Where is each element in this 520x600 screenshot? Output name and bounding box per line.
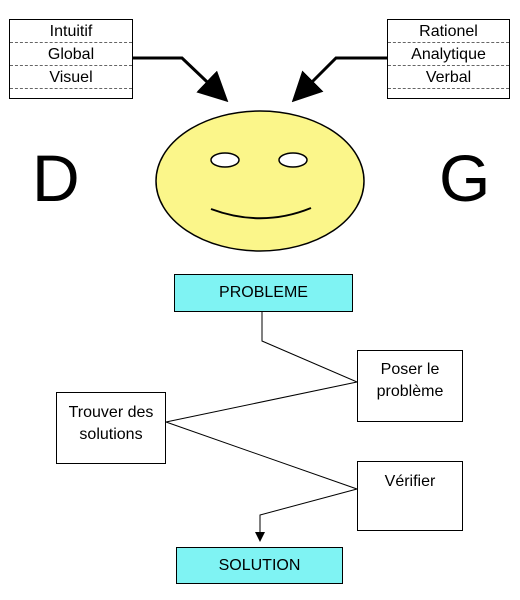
smile	[210, 207, 312, 220]
right-traits-arrow	[291, 56, 387, 103]
right-trait-item: Verbal	[388, 66, 509, 89]
left-trait-item: Intuitif	[10, 20, 132, 43]
left-eye	[210, 152, 240, 168]
hemisphere-right-label: G	[439, 141, 491, 215]
flow-line-probleme-to-poser	[261, 312, 358, 383]
right-eye	[278, 152, 308, 168]
left-traits-box: Intuitif Global Visuel	[9, 19, 133, 99]
poser-probleme-box: Poser le problème	[357, 350, 463, 422]
right-trait-item: Analytique	[388, 43, 509, 66]
flow-line-trouver-to-verifier	[165, 421, 358, 490]
left-trait-item: Global	[10, 43, 132, 66]
smiley-face	[155, 110, 365, 252]
right-traits-box: Rationel Analytique Verbal	[387, 19, 510, 99]
right-trait-item: Rationel	[388, 20, 509, 43]
verifier-box: Vérifier	[357, 461, 463, 531]
flow-line-verifier-to-solution	[255, 488, 358, 542]
left-trait-item: Visuel	[10, 66, 132, 89]
solution-box: SOLUTION	[176, 547, 343, 584]
trouver-solutions-box: Trouver des solutions	[56, 392, 166, 464]
flow-line-poser-to-trouver	[165, 381, 358, 423]
hemisphere-left-label: D	[32, 141, 80, 215]
probleme-box: PROBLEME	[174, 274, 353, 312]
left-traits-arrow	[131, 56, 229, 103]
